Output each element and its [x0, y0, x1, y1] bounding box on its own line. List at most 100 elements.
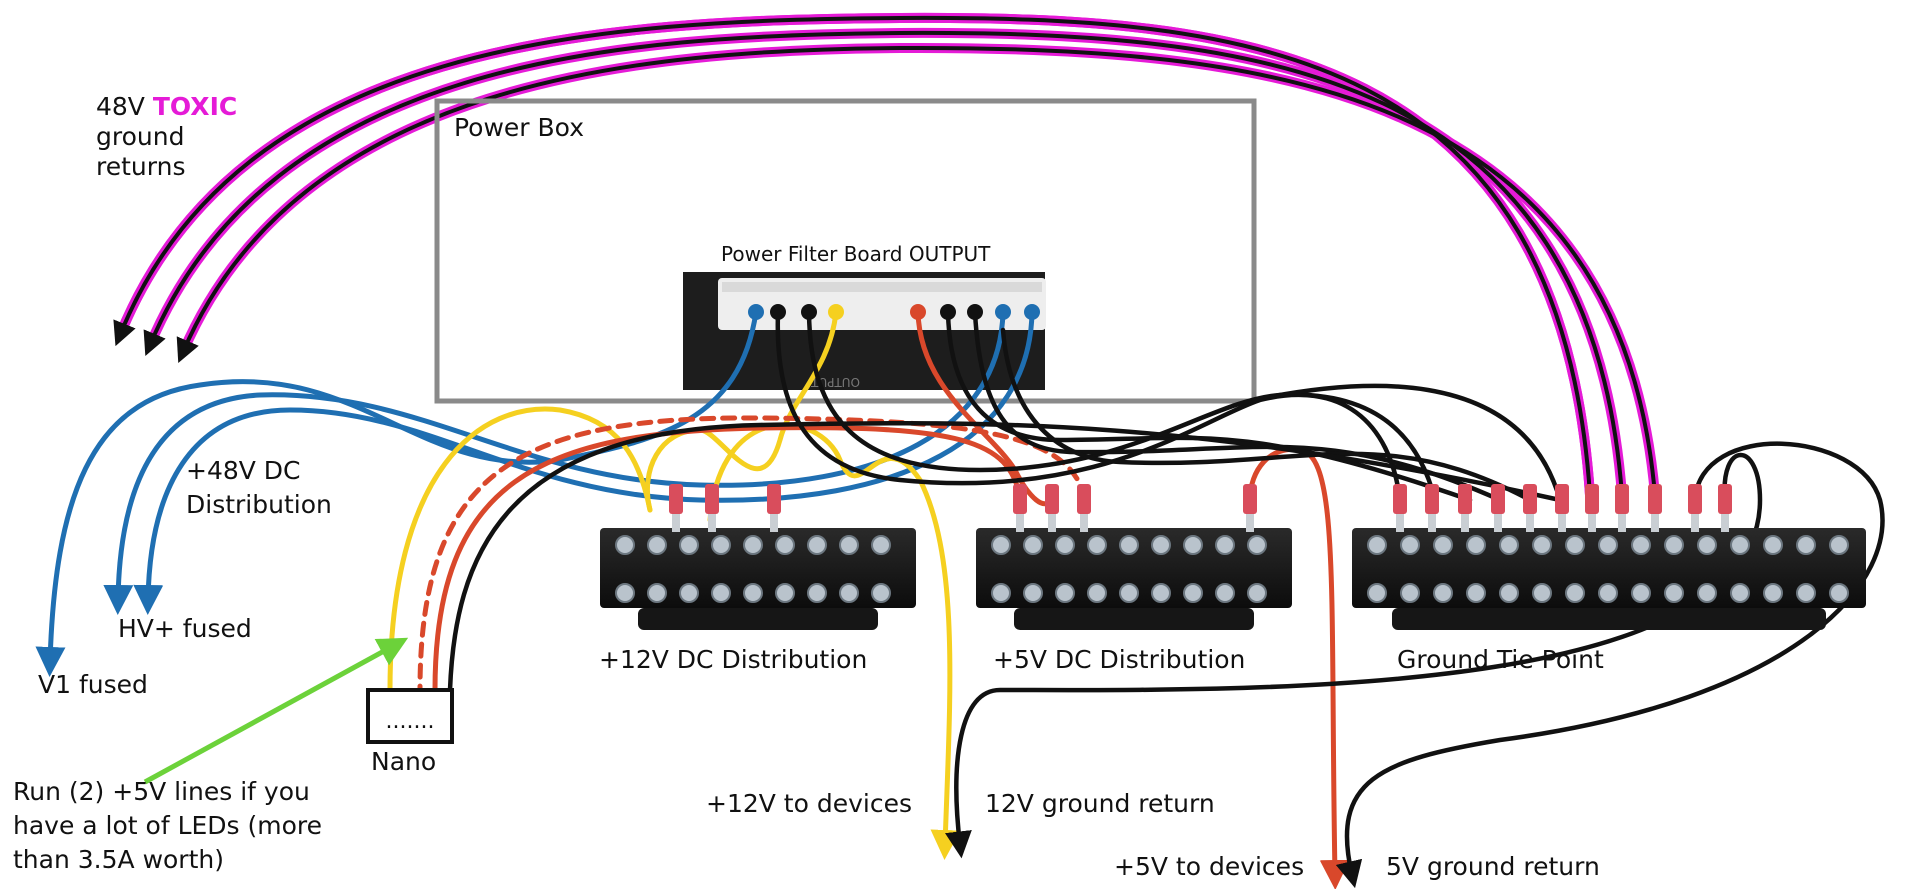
v5-devices-label: +5V to devices — [1114, 852, 1305, 881]
terminal-screw — [807, 583, 827, 603]
terminal-screw — [1763, 583, 1783, 603]
terminal-screw — [1697, 583, 1717, 603]
svg-text:.......: ....... — [386, 709, 435, 734]
v12-devices-label: +12V to devices — [706, 789, 912, 818]
terminal-block-12v — [600, 528, 916, 630]
terminal-screw — [1697, 535, 1717, 555]
ring-terminal-barrel — [1461, 514, 1469, 532]
terminal-screw — [775, 583, 795, 603]
note-arrow — [143, 637, 409, 785]
terminal-screw — [871, 535, 891, 555]
ring-terminal-barrel — [672, 514, 680, 532]
ring-terminal-barrel — [770, 514, 778, 532]
terminal-block-5v — [976, 528, 1292, 630]
gnd5-return-label: 5V ground return — [1386, 852, 1600, 881]
terminal-screw — [1664, 535, 1684, 555]
blue-48v-wires — [35, 309, 1035, 677]
run-note-line1: Run (2) +5V lines if you — [13, 777, 310, 806]
terminal-screw — [1598, 535, 1618, 555]
terminal-screw — [1183, 535, 1203, 555]
toxic-label-line3: returns — [96, 152, 186, 181]
ring-terminal — [669, 484, 683, 514]
terminal-screw — [1400, 583, 1420, 603]
terminal-screw — [1499, 535, 1519, 555]
connector-pins — [748, 304, 1040, 320]
toxic-word: TOXIC — [152, 92, 238, 121]
terminal-screw — [1631, 583, 1651, 603]
terminal-screw — [807, 535, 827, 555]
terminal-screw — [743, 583, 763, 603]
ring-terminal-barrel — [1651, 514, 1659, 532]
ring-terminal — [1491, 484, 1505, 514]
terminal-screw — [1087, 535, 1107, 555]
terminal-screw — [1119, 535, 1139, 555]
terminal-screw — [1631, 535, 1651, 555]
terminal-screw — [1796, 535, 1816, 555]
v1-fused-label: V1 fused — [38, 670, 148, 699]
ring-terminal — [1615, 484, 1629, 514]
ring-terminal — [705, 484, 719, 514]
ring-terminal-barrel — [1016, 514, 1024, 532]
terminal-screw — [1796, 583, 1816, 603]
dist5-label: +5V DC Distribution — [993, 645, 1246, 674]
terminal-screw — [1367, 583, 1387, 603]
terminal-screw — [1055, 583, 1075, 603]
ring-terminal — [1555, 484, 1569, 514]
ring-terminal — [1425, 484, 1439, 514]
terminal-screw — [679, 583, 699, 603]
terminal-screw — [1532, 583, 1552, 603]
terminal-screw — [1400, 535, 1420, 555]
ring-terminal — [1045, 484, 1059, 514]
ring-terminal-barrel — [1526, 514, 1534, 532]
terminal-screw — [839, 535, 859, 555]
hv-fused-label: HV+ fused — [118, 614, 252, 643]
ring-terminal-barrel — [1721, 514, 1729, 532]
terminal-screw — [1664, 583, 1684, 603]
terminal-screw — [1023, 535, 1043, 555]
terminal-screw — [991, 583, 1011, 603]
ring-terminal-barrel — [1080, 514, 1088, 532]
terminal-screw — [647, 535, 667, 555]
toxic-ground-wires — [113, 12, 1660, 500]
run-note-line2: have a lot of LEDs (more — [13, 811, 323, 840]
terminal-screw — [1565, 535, 1585, 555]
ring-terminal-barrel — [1246, 514, 1254, 532]
dist48-label-line2: Distribution — [186, 490, 332, 519]
terminal-screw — [1151, 583, 1171, 603]
nano-label: Nano — [371, 747, 437, 776]
terminal-screw — [1023, 583, 1043, 603]
ring-terminal — [1718, 484, 1732, 514]
ring-terminal — [1393, 484, 1407, 514]
ring-terminal — [1458, 484, 1472, 514]
power-box-title: Power Box — [454, 113, 585, 142]
ring-terminal — [767, 484, 781, 514]
terminal-screw — [1183, 583, 1203, 603]
black-ground-wires — [447, 309, 1885, 889]
terminal-screw — [1215, 535, 1235, 555]
dist12-label: +12V DC Distribution — [599, 645, 868, 674]
terminal-screw — [1466, 583, 1486, 603]
terminal-screw — [1151, 535, 1171, 555]
terminal-screw — [1087, 583, 1107, 603]
terminal-screw — [839, 583, 859, 603]
terminal-screw — [991, 535, 1011, 555]
terminal-screw — [1763, 535, 1783, 555]
power-box — [434, 98, 1257, 404]
terminal-screw — [679, 535, 699, 555]
terminal-screw — [1598, 583, 1618, 603]
terminal-screw — [1466, 535, 1486, 555]
ring-terminal-barrel — [1618, 514, 1626, 532]
terminal-screw — [1367, 535, 1387, 555]
terminal-screw — [1730, 535, 1750, 555]
terminal-screw — [871, 583, 891, 603]
terminal-screw — [615, 535, 635, 555]
toxic-label-line2: ground — [96, 122, 185, 151]
ring-terminal — [1523, 484, 1537, 514]
terminal-screw — [1532, 535, 1552, 555]
terminal-screw — [1829, 583, 1849, 603]
terminal-screw — [1433, 583, 1453, 603]
terminal-screw — [1433, 535, 1453, 555]
terminal-screw — [711, 583, 731, 603]
ring-terminal — [1688, 484, 1702, 514]
